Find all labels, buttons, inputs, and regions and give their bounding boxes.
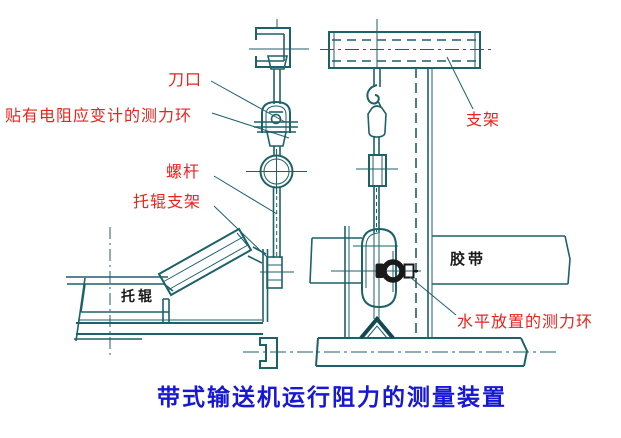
hanger-with-hook — [356, 19, 398, 233]
label-idler: 托辊 — [121, 289, 155, 305]
support-frame — [243, 31, 559, 367]
label-screw-rod: 螺杆 — [166, 162, 201, 181]
label-belt: 胶带 — [450, 250, 487, 268]
horizontal-force-ring — [331, 251, 421, 292]
weight-capsule — [353, 227, 398, 340]
leader-lines — [210, 56, 474, 316]
diagram-title: 带式输送机运行阻力的测量装置 — [157, 384, 507, 411]
rail-channel-section — [259, 337, 278, 369]
trough-idler — [66, 227, 267, 359]
label-horizontal-force-ring: 水平放置的测力环 — [457, 312, 594, 331]
label-idler-bracket: 托辊支架 — [133, 192, 202, 211]
label-strain-gauge-ring: 贴有电阻应变计的测力环 — [5, 106, 193, 125]
label-knife-edge: 刀口 — [168, 70, 203, 89]
left-hanger-assembly — [246, 19, 309, 322]
belt-section — [309, 235, 571, 285]
label-support-frame: 支架 — [466, 110, 501, 129]
